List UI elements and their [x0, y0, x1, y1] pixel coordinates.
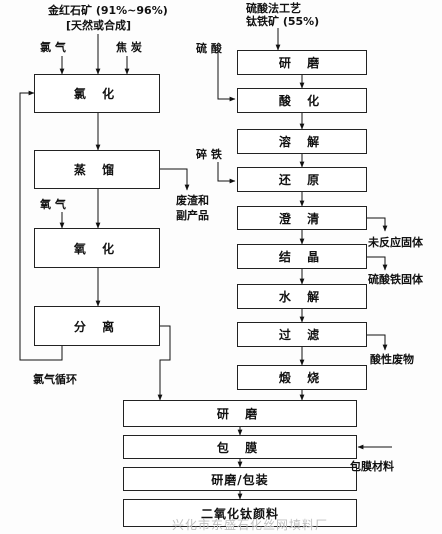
- input-coke-label: 焦 炭: [116, 41, 142, 54]
- input-scrap-iron-label: 碎 铁: [196, 148, 222, 161]
- input-oxygen-label: 氧 气: [40, 198, 66, 211]
- step-acidification: 酸 化: [237, 88, 367, 113]
- chlorine-recycle-label: 氯气循环: [33, 373, 77, 386]
- step-distillation: 蒸 馏: [34, 150, 160, 189]
- common-step-grinding: 研 磨: [123, 400, 357, 427]
- output-unreacted-solids-label: 未反应固体: [368, 236, 423, 249]
- output-acid-waste-label: 酸性废物: [370, 353, 414, 366]
- output-byproduct-label: 副产品: [176, 209, 209, 222]
- step-chlorination: 氯 化: [34, 74, 160, 113]
- input-coating-material-label: 包膜材料: [350, 460, 394, 473]
- right-header-ilmenite-ore: 钛铁矿 (55%): [246, 15, 320, 28]
- output-waste-label: 废渣和: [176, 194, 209, 207]
- step-grinding: 研 磨: [237, 50, 367, 75]
- common-step-coating: 包 膜: [123, 435, 357, 459]
- step-crystallization: 结 晶: [237, 244, 367, 269]
- watermark-text: 兴化市东盛石化丝网填料厂: [172, 518, 329, 532]
- input-sulfuric-acid-label: 硫 酸: [196, 42, 222, 55]
- final-product-tio2-pigment: 二氧化钛颜料: [123, 499, 357, 527]
- common-step-grinding-packing: 研磨/包装: [123, 467, 357, 491]
- output-ferrous-sulfate-label: 硫酸铁固体: [368, 273, 423, 286]
- step-oxidation: 氧 化: [34, 228, 160, 268]
- left-header-rutile-ore: 金红石矿 (91%~96%): [48, 4, 168, 17]
- step-filtration: 过 滤: [237, 322, 367, 347]
- right-header-sulfate-process: 硫酸法工艺: [246, 2, 301, 15]
- step-dissolution: 溶 解: [237, 129, 367, 154]
- input-chlorine-label: 氯 气: [40, 41, 66, 54]
- step-clarification: 澄 清: [237, 206, 367, 230]
- step-hydrolysis: 水 解: [237, 284, 367, 309]
- step-calcination: 煅 烧: [237, 365, 367, 390]
- step-separation: 分 离: [34, 306, 160, 346]
- step-reduction: 还 原: [237, 167, 367, 192]
- left-header-natural-or-synthetic: [天然或合成]: [66, 19, 132, 32]
